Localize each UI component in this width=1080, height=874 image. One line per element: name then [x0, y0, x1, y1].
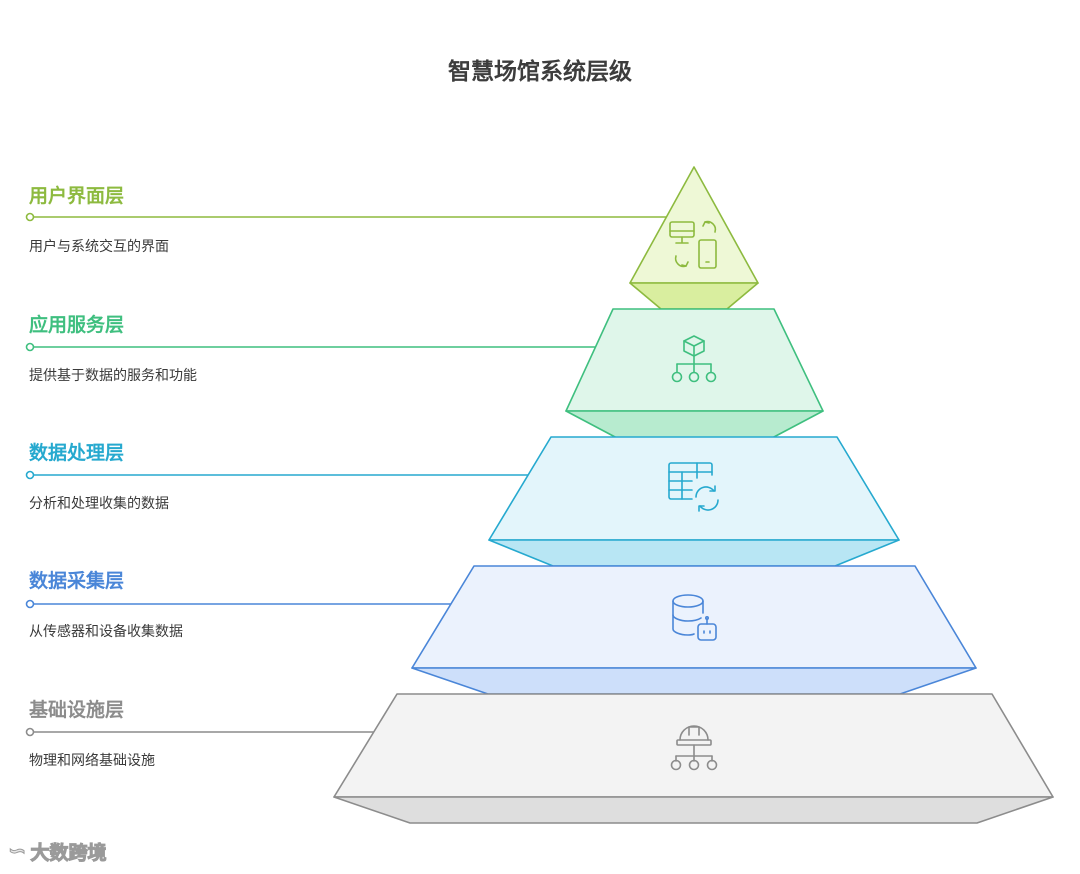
pyramid-layer-2 — [25, 308, 824, 439]
layer-2-name: 应用服务层 — [29, 314, 125, 336]
pyramid-layer-3 — [25, 436, 900, 567]
watermark-text: 大数跨境 — [30, 842, 107, 865]
layer-5-name: 基础设施层 — [29, 699, 125, 721]
table-refresh-icon — [668, 462, 719, 512]
diagram-title: 智慧场馆系统层级 — [448, 59, 632, 85]
watermark-logo-icon: ∽ — [7, 839, 27, 865]
devices-sync-icon — [669, 220, 717, 269]
pyramid-layer-1 — [25, 166, 759, 310]
layer-1-name: 用户界面层 — [29, 185, 125, 207]
helmet-network-icon — [670, 725, 718, 771]
layer-4-desc: 从传感器和设备收集数据 — [29, 624, 183, 640]
cube-network-icon — [671, 335, 717, 383]
layer-1-desc: 用户与系统交互的界面 — [29, 239, 169, 255]
pyramid-layer-4 — [25, 565, 977, 695]
layer-2-desc: 提供基于数据的服务和功能 — [29, 368, 197, 384]
layer-5-desc: 物理和网络基础设施 — [29, 753, 155, 769]
watermark: ∽ 大数跨境 — [7, 838, 107, 865]
layer-4-name: 数据采集层 — [29, 570, 125, 592]
pyramid-layer-5 — [25, 693, 1054, 824]
database-robot-icon — [672, 594, 717, 641]
layer-3-name: 数据处理层 — [29, 442, 125, 464]
layer-3-desc: 分析和处理收集的数据 — [29, 496, 169, 512]
